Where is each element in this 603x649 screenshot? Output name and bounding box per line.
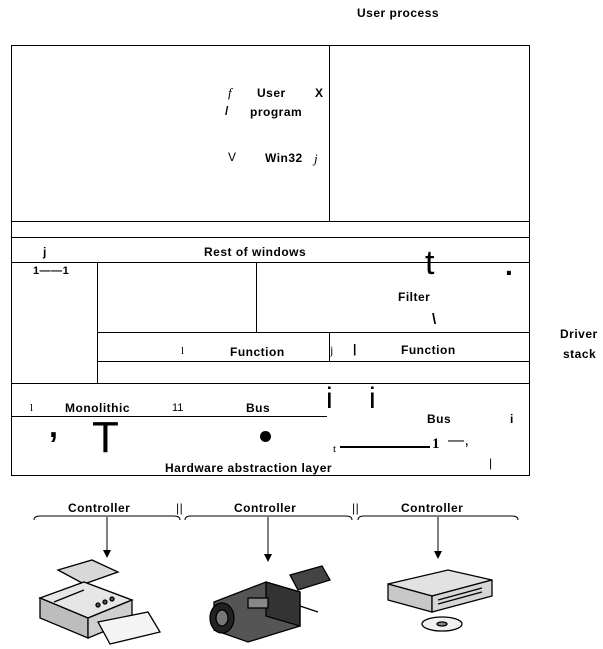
camcorder-icon: [210, 566, 330, 642]
cd-player-icon: [388, 570, 492, 631]
controller-arrowhead-2: [264, 554, 272, 562]
controller-arrowhead-3: [434, 551, 442, 559]
printer-icon: [40, 560, 160, 644]
controller-arrowhead-1: [103, 550, 111, 558]
